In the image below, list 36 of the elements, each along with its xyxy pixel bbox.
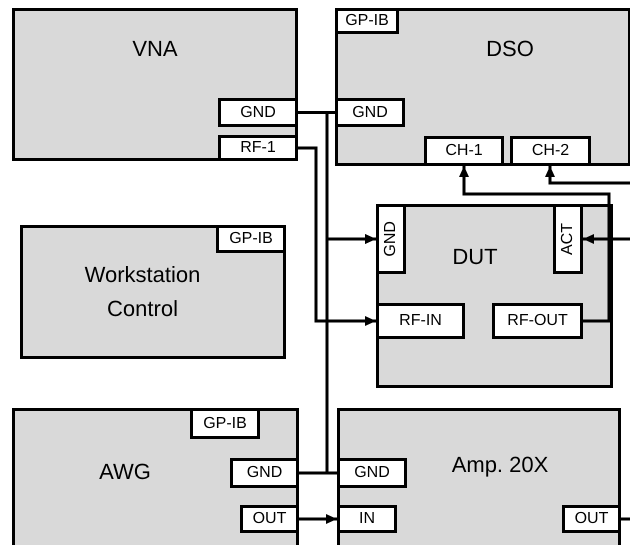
port-label-box: ACT — [553, 204, 583, 274]
port-label-box: RF-1 — [218, 135, 298, 161]
port-label-box: GND — [218, 98, 298, 127]
port-label-box: OUT — [562, 505, 621, 533]
device-name: VNA — [132, 35, 178, 63]
device-name: Control — [107, 295, 178, 323]
port-label-box: IN — [337, 505, 397, 533]
connector-arrow — [583, 234, 630, 244]
connector-arrow — [545, 166, 630, 184]
port-label-box: GND — [230, 458, 299, 488]
port-label-box: GND — [376, 204, 406, 274]
port-label-box: GP-IB — [190, 408, 260, 439]
port-label-box: OUT — [240, 505, 299, 533]
port-label-box: RF-OUT — [492, 303, 583, 339]
port-label-box: GND — [335, 98, 405, 127]
port-label-box: GP-IB — [335, 8, 399, 34]
device-name: Workstation — [84, 261, 200, 289]
device-box — [337, 408, 621, 545]
port-label-box: GP-IB — [216, 225, 286, 253]
device-name: AWG — [99, 458, 151, 486]
connector-arrow — [299, 514, 337, 524]
device-box — [335, 8, 630, 166]
port-label-box: RF-IN — [376, 303, 465, 339]
device-box — [20, 225, 286, 359]
connector-arrow — [459, 166, 610, 322]
device-box — [12, 408, 299, 545]
port-label-box: GND — [337, 458, 407, 488]
device-name: Amp. 20X — [452, 451, 548, 479]
connector-arrow — [299, 234, 376, 474]
port-label-box: CH-2 — [510, 136, 591, 166]
device-box — [376, 204, 613, 388]
port-label-box: CH-1 — [424, 136, 504, 166]
device-name: DUT — [452, 243, 498, 271]
connector-arrow — [298, 146, 376, 326]
device-box — [12, 8, 298, 161]
device-name: DSO — [486, 35, 534, 63]
